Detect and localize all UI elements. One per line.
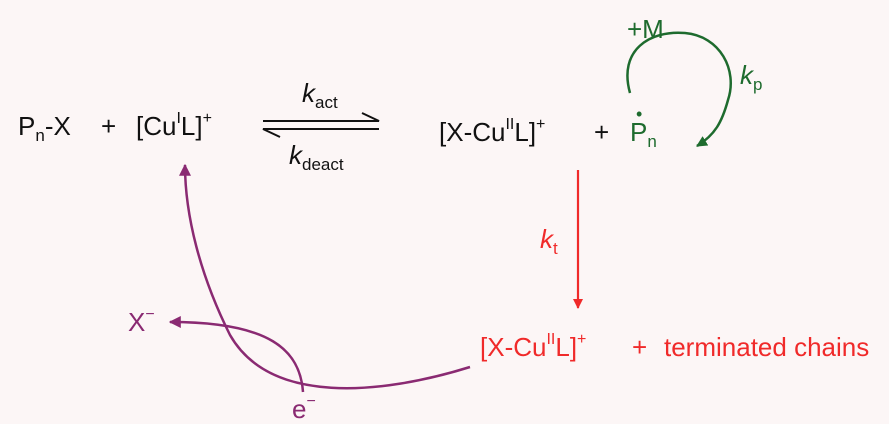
electron-halide-arrow bbox=[168, 316, 305, 393]
plus-sign: + bbox=[101, 111, 117, 141]
k-p-label: kp bbox=[740, 60, 763, 94]
forward-half-arrow bbox=[263, 112, 380, 122]
electron-label: e− bbox=[292, 393, 316, 424]
activator-label: [CuIL]+ bbox=[136, 110, 212, 141]
propagation-loop-arrow bbox=[626, 31, 732, 148]
k-t-label: kt bbox=[540, 224, 558, 258]
dormant-chain-label: Pn-X bbox=[18, 111, 71, 145]
k-deact-label: kdeact bbox=[289, 140, 344, 174]
plus-sign: + bbox=[594, 117, 610, 147]
terminated-chains-label: terminated chains bbox=[664, 332, 870, 362]
equilibrium-arrows bbox=[262, 112, 380, 138]
accumulated-deactivator-label: [X-CuIIL]+ bbox=[480, 331, 587, 362]
monomer-label: +M bbox=[627, 14, 664, 44]
plus-sign: + bbox=[632, 332, 648, 362]
k-act-label: kact bbox=[302, 78, 338, 112]
regeneration-arc-arrow bbox=[179, 163, 471, 390]
reverse-half-arrow bbox=[262, 128, 379, 138]
deactivator-label: [X-CuIIL]+ bbox=[439, 116, 546, 147]
radical-label: P•n bbox=[630, 104, 657, 151]
radical-dot: • bbox=[636, 104, 643, 124]
halide-ion-label: X− bbox=[128, 306, 155, 337]
